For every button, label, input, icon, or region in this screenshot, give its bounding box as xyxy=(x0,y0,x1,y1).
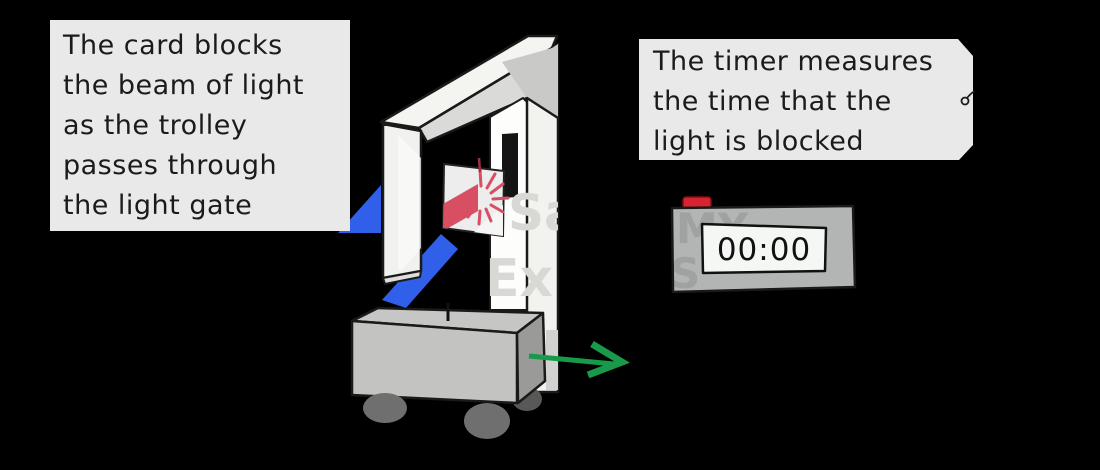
trolley-wheel-right xyxy=(464,403,510,439)
callout-line: passes through xyxy=(63,150,278,181)
gate-left-pillar-highlight xyxy=(398,135,421,270)
watermark-fragment: S xyxy=(670,249,700,298)
timer-reading: 00:00 xyxy=(717,232,811,268)
timer-display xyxy=(700,222,828,275)
light-sensor-window xyxy=(502,133,518,198)
arrow-shaft xyxy=(528,353,615,367)
motion-arrow-icon xyxy=(528,340,630,379)
callout-line: The timer measures xyxy=(653,46,934,77)
trolley xyxy=(350,303,547,439)
callout-line: light is blocked xyxy=(653,126,865,157)
card-pin xyxy=(477,157,482,173)
gate-left-pillar-foot xyxy=(382,270,422,285)
gate-beam-shade xyxy=(502,44,558,118)
gate-watermark: Sa Ex xyxy=(484,184,578,309)
callout-line: The card blocks xyxy=(63,30,283,61)
watermark-fragment: Ex xyxy=(484,249,553,309)
callout-line: the beam of light xyxy=(63,70,305,101)
callout-line: the light gate xyxy=(63,190,253,221)
arrow-head xyxy=(586,340,630,379)
light-burst-icon xyxy=(466,168,510,226)
callout-line: the time that the xyxy=(653,86,892,117)
callout-timer-measures: The timer measures the time that the lig… xyxy=(639,39,973,160)
interrupt-card xyxy=(441,157,510,238)
timer: MY S 00:00 xyxy=(670,196,857,298)
callout-line: as the trolley xyxy=(63,110,248,141)
tag-hole-icon xyxy=(960,90,976,106)
light-gate: Sa Ex xyxy=(379,34,578,394)
trolley-wheel-left xyxy=(363,393,407,423)
card-sheen xyxy=(470,205,503,236)
callout-card-blocks: The card blocks the beam of light as the… xyxy=(50,20,350,231)
trolley-front-face xyxy=(350,319,519,405)
light-beam-icon xyxy=(443,184,478,231)
watermark-fragment: Sa xyxy=(508,184,578,242)
